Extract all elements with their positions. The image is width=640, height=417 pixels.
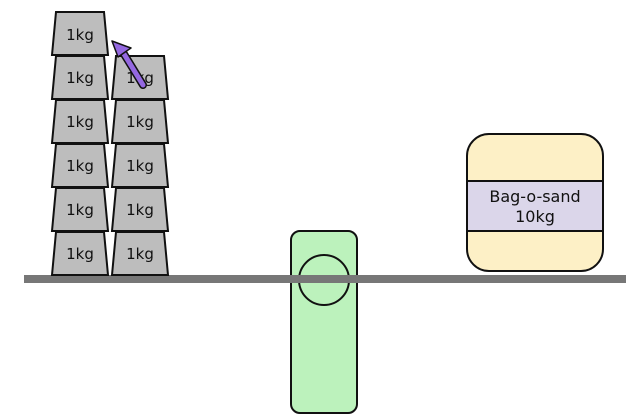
weight-block: 1kg (50, 231, 110, 276)
weight-label: 1kg (66, 26, 94, 44)
right-weight-stack: 1kg 1kg 1kg 1kg 1kg (110, 55, 170, 276)
weight-block: 1kg (50, 55, 110, 100)
sand-bag-band (466, 180, 604, 232)
weight-block: 1kg (110, 187, 170, 232)
weight-label: 1kg (66, 113, 94, 131)
weight-label: 1kg (126, 113, 154, 131)
weight-label: 1kg (66, 245, 94, 263)
weight-block-top[interactable]: 1kg (50, 11, 110, 56)
sand-bag-weight: 10kg (515, 207, 555, 226)
weight-label: 1kg (126, 201, 154, 219)
weight-block: 1kg (50, 99, 110, 144)
weight-block: 1kg (50, 187, 110, 232)
weight-block: 1kg (110, 99, 170, 144)
weight-label: 1kg (126, 245, 154, 263)
weight-block: 1kg (110, 143, 170, 188)
sand-bag[interactable]: Bag-o-sand 10kg (466, 133, 604, 272)
fulcrum: = (290, 230, 358, 414)
weight-block: 1kg (50, 143, 110, 188)
left-weight-stack: 1kg 1kg 1kg 1kg 1kg 1kg (50, 11, 110, 276)
balance-beam (24, 275, 626, 283)
weight-label: 1kg (66, 201, 94, 219)
weight-label: 1kg (126, 157, 154, 175)
weight-block: 1kg (110, 231, 170, 276)
sand-bag-name: Bag-o-sand (489, 187, 580, 206)
weight-label: 1kg (66, 157, 94, 175)
weight-label: 1kg (66, 69, 94, 87)
move-arrow-icon (111, 40, 147, 89)
